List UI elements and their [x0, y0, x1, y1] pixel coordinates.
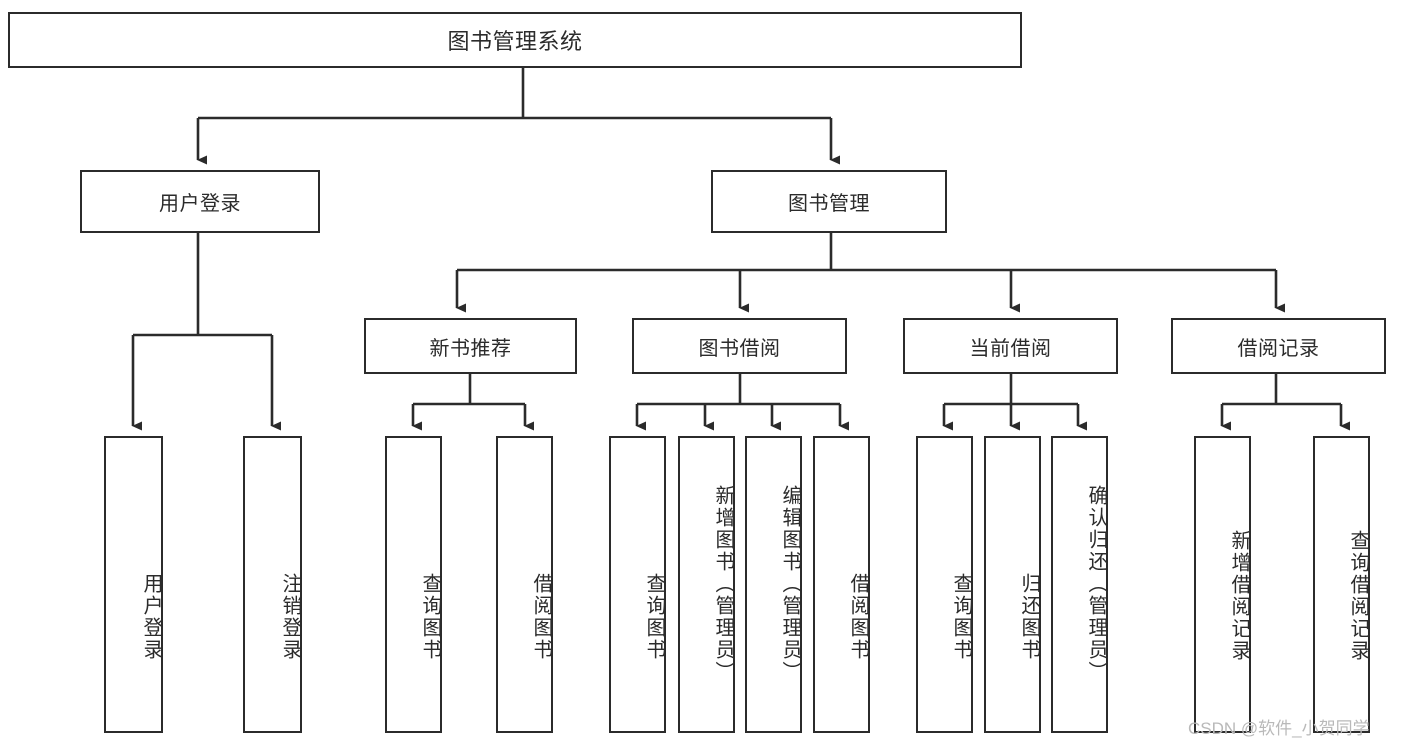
leaf-query-book-borrow[interactable]: 查询图书: [609, 436, 666, 733]
node-label: 新书推荐: [429, 337, 512, 360]
leaf-query-book-current[interactable]: 查询图书: [916, 436, 973, 733]
leaf-logout[interactable]: 注销登录: [243, 436, 302, 733]
node-label: 图书管理: [788, 193, 870, 215]
node-book-management[interactable]: 图书管理: [711, 170, 947, 233]
node-label: 确认归还（管理员）: [1085, 484, 1107, 683]
node-label: 查询借阅记录: [1347, 529, 1369, 662]
node-label: 借阅图书: [530, 572, 552, 661]
node-label: 图书借阅: [698, 337, 781, 360]
node-label: 借阅图书: [847, 572, 869, 661]
node-label: 借阅记录: [1237, 337, 1320, 360]
leaf-confirm-return-admin[interactable]: 确认归还（管理员）: [1051, 436, 1108, 733]
node-label: 编辑图书（管理员）: [779, 484, 801, 683]
node-label: 归还图书: [1018, 572, 1040, 661]
node-label: 当前借阅: [969, 337, 1052, 360]
node-label: 注销登录: [279, 572, 301, 661]
node-current-borrow[interactable]: 当前借阅: [903, 318, 1118, 374]
leaf-return-book[interactable]: 归还图书: [984, 436, 1041, 733]
node-label: 图书管理系统: [447, 29, 583, 54]
node-label: 新增图书（管理员）: [712, 484, 734, 683]
leaf-user-login[interactable]: 用户登录: [104, 436, 163, 733]
node-book-borrow[interactable]: 图书借阅: [632, 318, 847, 374]
leaf-add-borrow-record[interactable]: 新增借阅记录: [1194, 436, 1251, 733]
leaf-add-book-admin[interactable]: 新增图书（管理员）: [678, 436, 735, 733]
leaf-borrow-book[interactable]: 借阅图书: [813, 436, 870, 733]
node-label: 用户登录: [140, 572, 162, 661]
node-root-system[interactable]: 图书管理系统: [8, 12, 1022, 68]
watermark: CSDN @软件_小贺同学: [1188, 719, 1370, 738]
node-label: 查询图书: [419, 572, 441, 661]
node-label: 新增借阅记录: [1228, 529, 1250, 662]
node-label: 查询图书: [950, 572, 972, 661]
leaf-edit-book-admin[interactable]: 编辑图书（管理员）: [745, 436, 802, 733]
node-user-login[interactable]: 用户登录: [80, 170, 320, 233]
leaf-borrow-book-recommend[interactable]: 借阅图书: [496, 436, 553, 733]
leaf-query-book-recommend[interactable]: 查询图书: [385, 436, 442, 733]
node-borrow-record[interactable]: 借阅记录: [1171, 318, 1386, 374]
leaf-query-borrow-record[interactable]: 查询借阅记录: [1313, 436, 1370, 733]
node-label: 用户登录: [159, 193, 241, 215]
node-label: 查询图书: [643, 572, 665, 661]
node-new-book-recommend[interactable]: 新书推荐: [364, 318, 577, 374]
